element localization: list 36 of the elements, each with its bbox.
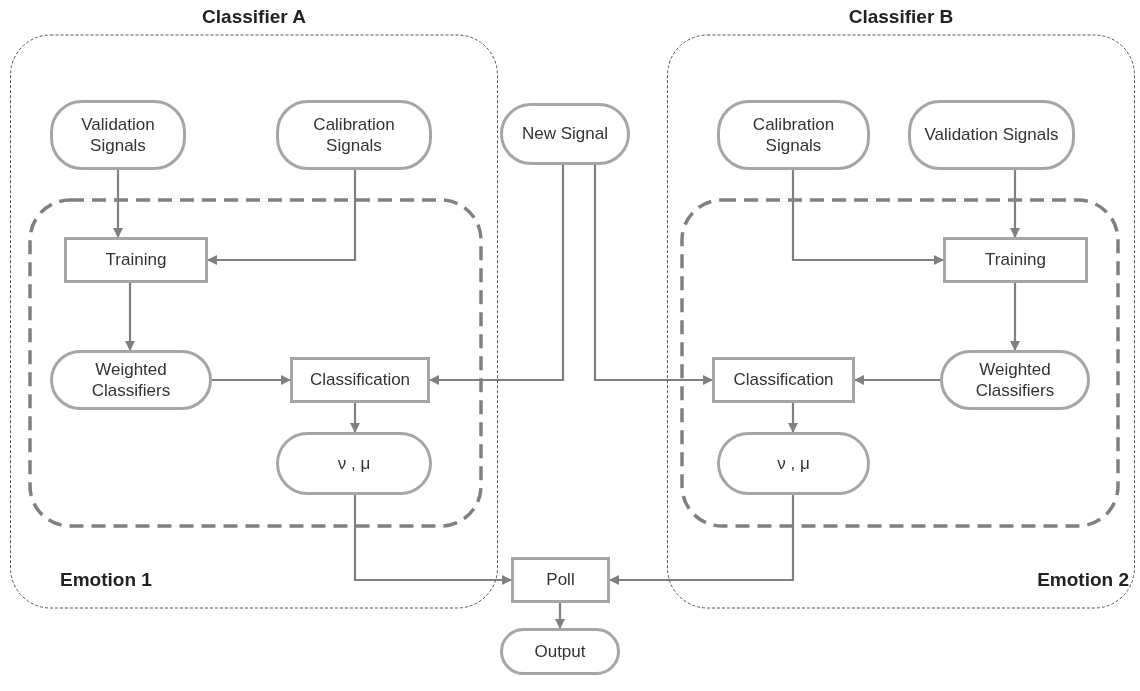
terminal-pill: Output	[500, 628, 620, 675]
arrow	[593, 165, 713, 385]
terminal-pill: Validation Signals	[908, 100, 1075, 170]
terminal-pill: Weighted Classifiers	[50, 350, 212, 410]
group-title: Classifier B	[848, 6, 954, 28]
process-box: Training	[64, 237, 208, 283]
terminal-pill: New Signal	[500, 103, 630, 165]
arrow	[429, 165, 565, 385]
terminal-pill: Weighted Classifiers	[940, 350, 1090, 410]
process-box: Classification	[712, 357, 855, 403]
arrow	[1010, 283, 1020, 351]
arrow	[113, 170, 123, 238]
arrow	[353, 495, 512, 585]
process-box: Poll	[511, 557, 610, 603]
process-box: Training	[943, 237, 1088, 283]
terminal-pill: Validation Signals	[50, 100, 186, 170]
arrow	[609, 495, 795, 585]
arrow	[788, 403, 798, 433]
arrow	[350, 403, 360, 433]
group-title: Classifier A	[202, 6, 306, 28]
arrow	[125, 283, 135, 351]
arrow	[207, 170, 357, 265]
group-label: Emotion 2	[1037, 569, 1129, 591]
arrow	[854, 375, 940, 385]
process-box: Classification	[290, 357, 430, 403]
arrow	[1010, 170, 1020, 238]
arrow	[555, 603, 565, 629]
terminal-pill: ν , μ	[276, 432, 432, 495]
terminal-pill: Calibration Signals	[276, 100, 432, 170]
terminal-pill: ν , μ	[717, 432, 870, 495]
arrow	[212, 375, 291, 385]
dashed-region	[28, 198, 483, 528]
arrow	[791, 170, 944, 265]
terminal-pill: Calibration Signals	[717, 100, 870, 170]
dashed-region	[680, 198, 1120, 528]
group-label: Emotion 1	[60, 569, 152, 591]
